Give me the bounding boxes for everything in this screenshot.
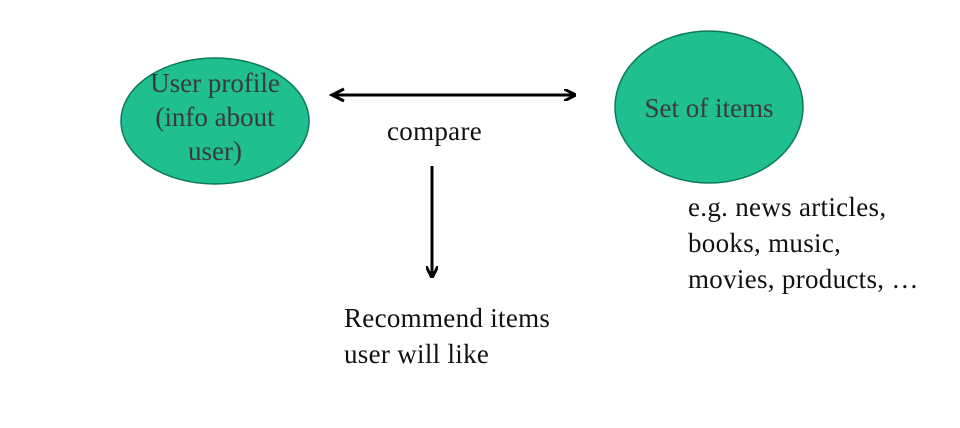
- recommend-label: Recommend items user will like: [344, 303, 551, 369]
- compare-label: compare: [387, 116, 483, 146]
- user-profile-node: [120, 57, 310, 185]
- set-of-items-node: [614, 30, 804, 184]
- user-profile-label: User profile (info about user): [150, 68, 280, 166]
- compare-arrow-left-head: [328, 87, 345, 103]
- examples-label: e.g. news articles, books, music, movies…: [688, 192, 919, 294]
- set-of-items-label: Set of items: [644, 93, 774, 123]
